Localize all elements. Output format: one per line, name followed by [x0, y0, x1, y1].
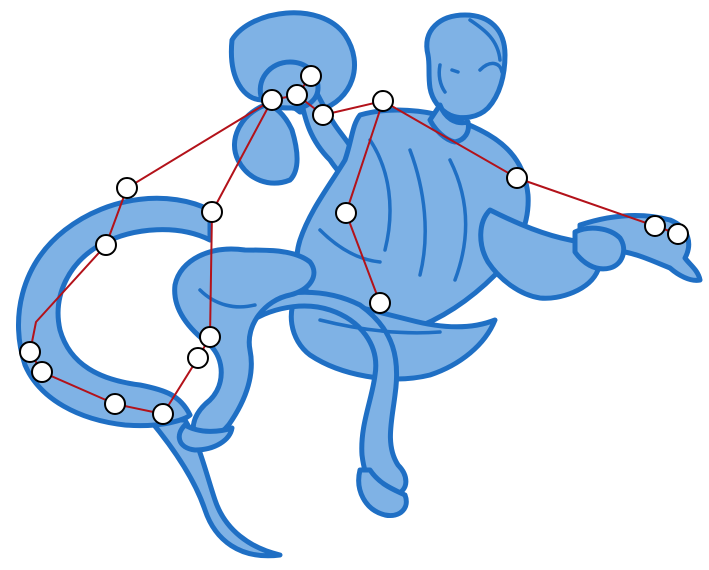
star-10: [370, 293, 390, 313]
back-foot: [179, 425, 232, 450]
star-12: [117, 178, 137, 198]
star-13: [96, 235, 116, 255]
star-17: [153, 404, 173, 424]
star-16: [105, 394, 125, 414]
star-7: [645, 216, 665, 236]
star-4: [313, 105, 333, 125]
star-8: [668, 224, 688, 244]
back-leg: [175, 249, 314, 440]
figure-artwork: [18, 13, 700, 556]
star-2: [262, 90, 282, 110]
star-9: [336, 203, 356, 223]
star-18: [188, 348, 208, 368]
star-14: [20, 342, 40, 362]
star-3: [287, 85, 307, 105]
star-11: [202, 202, 222, 222]
star-6: [507, 168, 527, 188]
star-19: [200, 327, 220, 347]
star-5: [373, 91, 393, 111]
star-15: [32, 362, 52, 382]
star-1: [301, 66, 321, 86]
right-hand: [575, 228, 624, 269]
